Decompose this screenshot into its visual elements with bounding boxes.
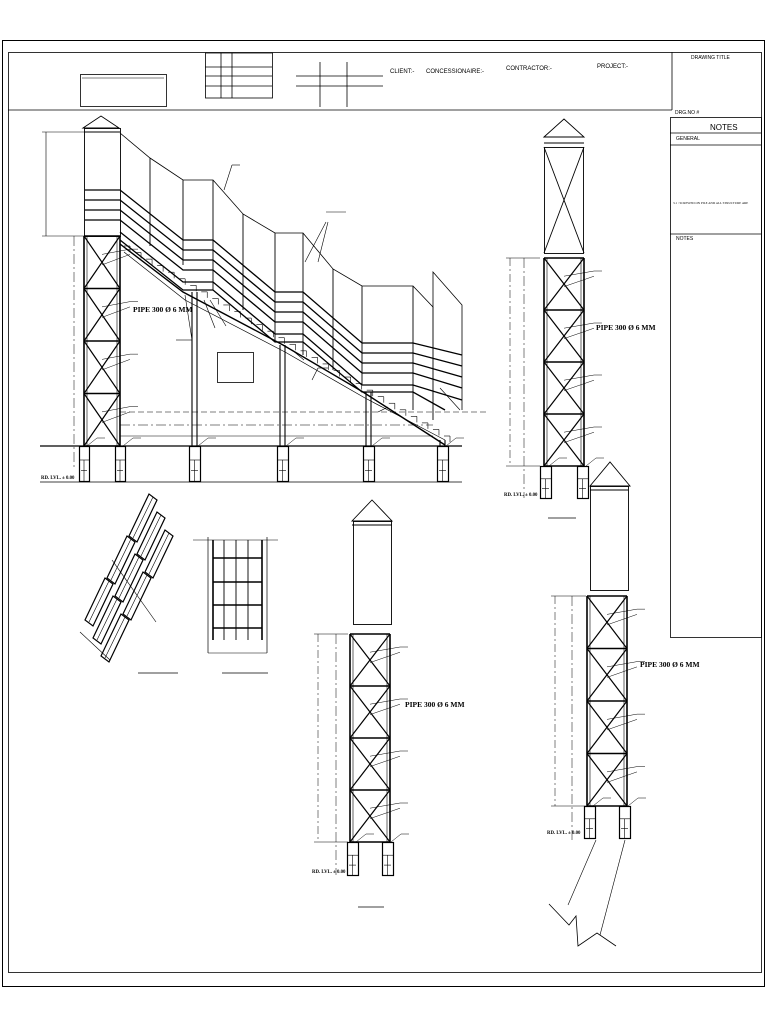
tower-right-lower [548,461,646,947]
staircase-elevation [40,115,486,483]
notes-subheading: NOTES [676,236,694,242]
ground-level-center: RD. LVL. ± 0.00 [312,870,346,875]
tower-right-upper [506,118,604,519]
handrails [85,189,463,411]
grating-detail [193,537,278,674]
ground-level-right-lower: RD. LVL. ± 0.00 [547,831,581,836]
ground-level-right-upper: RD. LVL. ± 0.00 [504,493,538,498]
tower-mast-left [83,235,138,447]
drawing-number-label: DRG.NO # [675,110,700,116]
notes-heading: NOTES [710,123,738,132]
tower-center [314,499,409,908]
footings-main [78,437,464,483]
pipe-label-right-upper: PIPE 300 Ø 6 MM [596,323,656,332]
pipe-label-center: PIPE 300 Ø 6 MM [405,700,465,709]
drawing-title-label: DRAWING TITLE [691,55,730,61]
ground-level-main: RD. LVL. ± 0.00 [41,476,75,481]
title-block [8,52,673,111]
outer-border [2,40,765,987]
pipe-label-main: PIPE 300 Ø 6 MM [133,305,193,314]
general-note-text: 3.1 : SCREWED ON PILE AND ALL STRUCTURE … [673,201,749,205]
support-columns [191,292,446,446]
pipe-label-right-lower: PIPE 300 Ø 6 MM [640,660,700,669]
tread-detail [79,493,178,674]
stair-treads [124,245,451,442]
project-label: PROJECT:- [597,64,629,70]
concessionaire-label: CONCESSIONAIRE:- [426,69,485,75]
notes-panel [670,117,762,638]
general-heading: GENERAL [676,136,700,142]
client-label: CLIENT:- [390,69,415,75]
contractor-label: CONTRACTOR:- [506,66,552,72]
